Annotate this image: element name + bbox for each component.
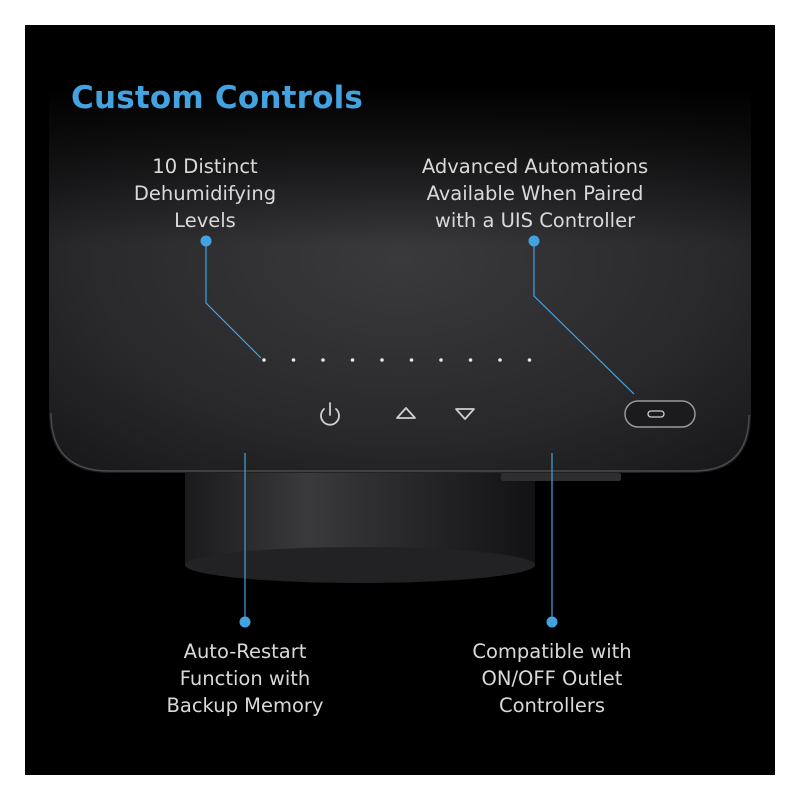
device-base [185,465,535,583]
callout-auto-restart: Auto-Restart Function with Backup Memory [135,638,355,719]
callout-line: Dehumidifying [133,182,277,205]
callout-line: Backup Memory [166,694,324,717]
level-dot [262,358,266,362]
level-indicator-dots [262,358,532,362]
level-dot [350,358,355,362]
callout-leaders [205,241,635,622]
level-dot [527,358,532,362]
level-dot [439,358,443,362]
down-arrow-icon[interactable] [455,408,475,420]
callout-line: Advanced Automations [421,155,649,178]
callout-line: Controllers [498,694,606,717]
product-graphic: Custom Controls 10 Distinct Dehumidifyin… [25,25,775,775]
callout-advanced-automations: Advanced Automations Available When Pair… [395,153,675,234]
marker-automations [528,235,540,247]
up-arrow-icon[interactable] [396,407,416,419]
callout-markers [200,235,558,628]
level-dot [468,358,473,362]
level-dot [498,358,502,362]
callout-compatible-outlets: Compatible with ON/OFF Outlet Controller… [437,638,667,719]
device-panel [49,85,751,481]
callout-line: Available When Paired [426,182,644,205]
callout-line: with a UIS Controller [434,209,636,232]
callout-line: Compatible with [472,640,632,663]
level-dot [380,358,384,362]
callout-dehumidifying-levels: 10 Distinct Dehumidifying Levels [100,153,310,234]
callout-line: 10 Distinct [152,155,258,178]
usb-c-port-icon [624,400,696,428]
marker-levels [200,235,212,247]
callout-line: ON/OFF Outlet [481,667,623,690]
level-dot [409,358,414,362]
level-dot [321,358,325,362]
page-title: Custom Controls [71,80,364,116]
callout-line: Function with [179,667,311,690]
device-illustration [49,85,751,628]
power-icon[interactable] [320,402,340,426]
callout-line: Levels [174,209,236,232]
level-dot [291,358,296,362]
marker-compatible [546,616,558,628]
marker-restart [239,616,251,628]
callout-line: Auto-Restart [183,640,307,663]
